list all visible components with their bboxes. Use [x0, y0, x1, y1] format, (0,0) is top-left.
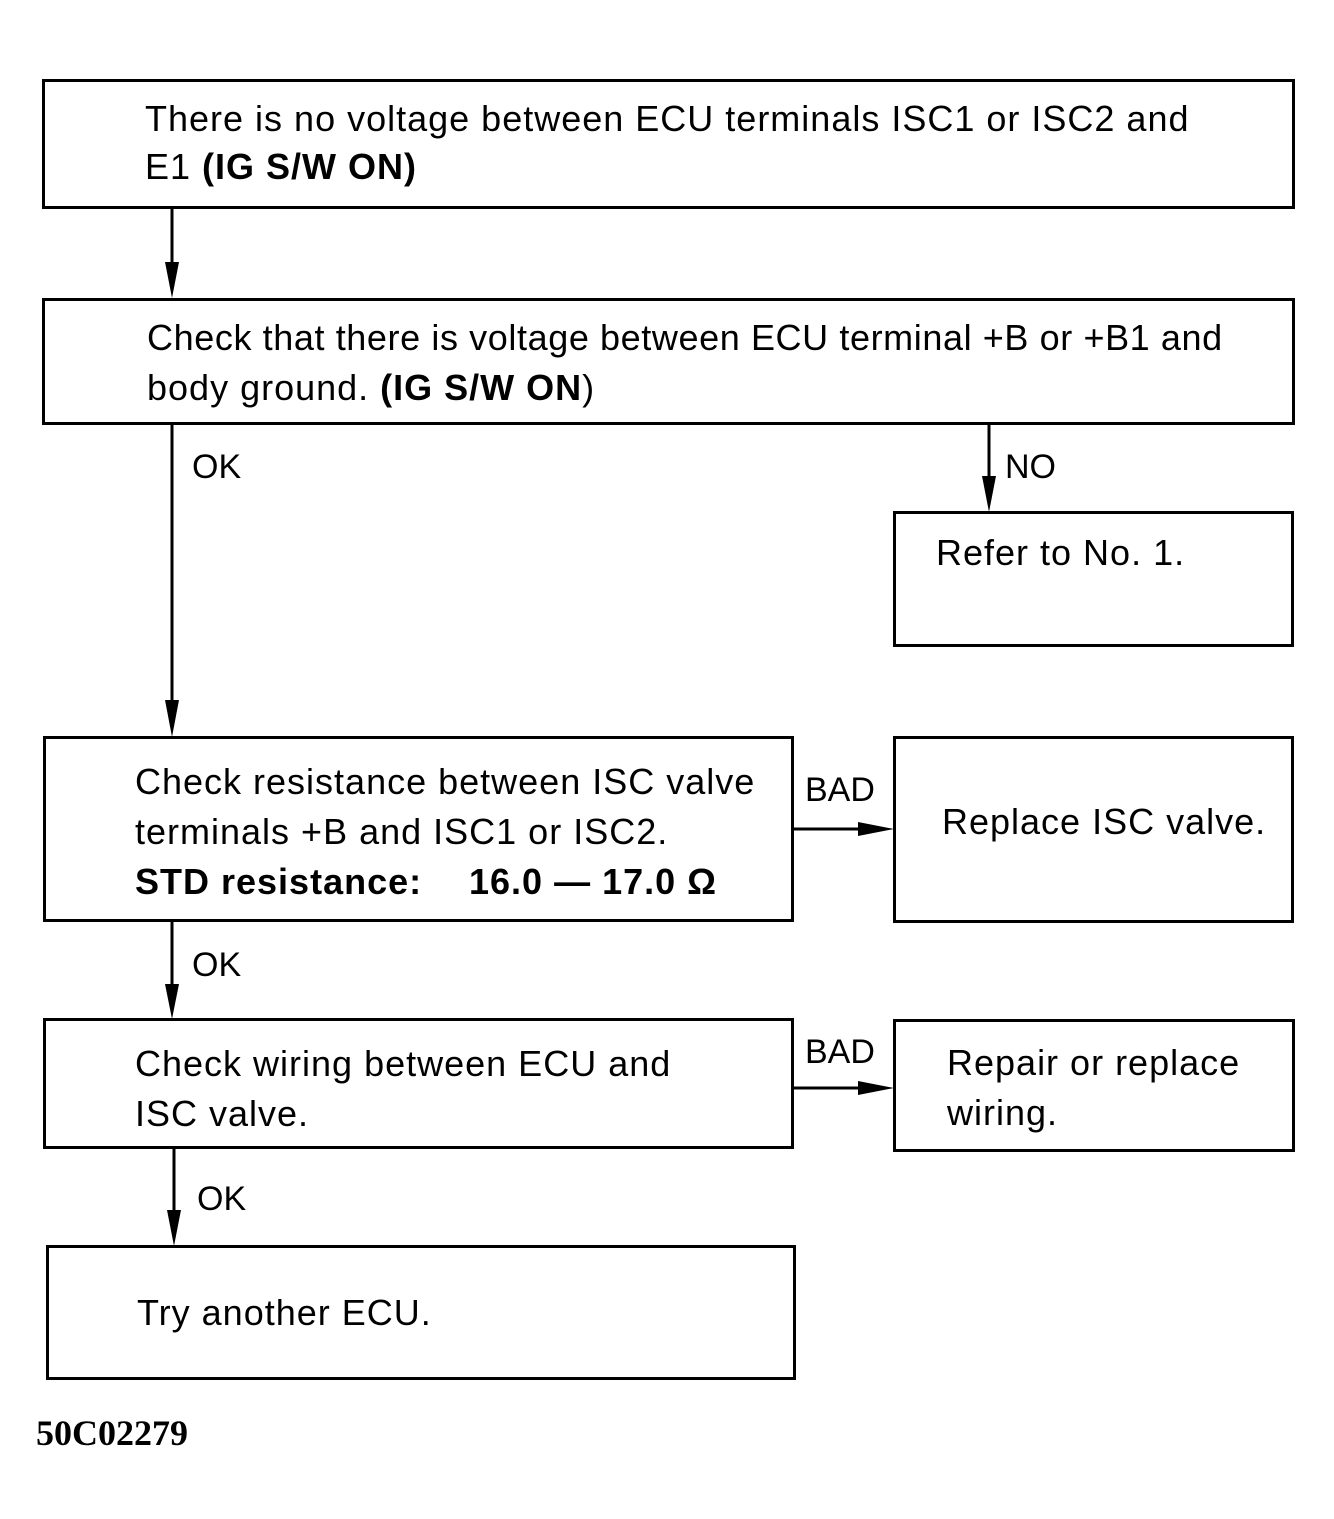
box-no-voltage-line2-bold: (IG S/W ON) [202, 146, 418, 187]
arrow-b1-to-b2 [165, 207, 179, 298]
box-no-voltage: There is no voltage between ECU terminal… [42, 79, 1295, 209]
label-ok-3: OK [197, 1180, 247, 1218]
box-check-voltage-line1: Check that there is voltage between ECU … [147, 317, 1223, 358]
box-check-resistance-line1: Check resistance between ISC valve [135, 761, 756, 802]
box-check-wiring-line2: ISC valve. [135, 1093, 310, 1134]
box-try-another-ecu: Try another ECU. [46, 1245, 796, 1380]
box-check-resistance-line2: terminals +B and ISC1 or ISC2. [135, 811, 669, 852]
box-refer-no1-text: Refer to No. 1. [936, 532, 1186, 573]
box-refer-no1: Refer to No. 1. [893, 511, 1294, 647]
box-check-voltage: Check that there is voltage between ECU … [42, 298, 1295, 425]
box-check-wiring: Check wiring between ECU and ISC valve. [43, 1018, 794, 1149]
figure-code: 50C02279 [36, 1413, 188, 1453]
box-repair-wiring-line2: wiring. [947, 1092, 1059, 1133]
label-bad-1: BAD [805, 771, 875, 809]
box-check-voltage-line2-plain: body ground. [147, 367, 381, 408]
box-try-another-ecu-text: Try another ECU. [137, 1292, 432, 1333]
box-check-voltage-line2: body ground. (IG S/W ON) [147, 363, 595, 413]
box-no-voltage-line1: There is no voltage between ECU terminal… [145, 98, 1190, 139]
arrow-b2-to-b4 [165, 423, 179, 737]
box-check-voltage-line2-bold: (IG S/W ON [380, 367, 583, 408]
box-check-wiring-line1: Check wiring between ECU and [135, 1043, 672, 1084]
arrow-b4-to-b5 [792, 822, 894, 836]
arrow-b4-to-b6 [165, 920, 179, 1019]
box-no-voltage-line2-plain: E1 [145, 146, 203, 187]
box-check-resistance: Check resistance between ISC valve termi… [43, 736, 794, 922]
box-repair-wiring-line1: Repair or replace [947, 1042, 1241, 1083]
box-repair-wiring: Repair or replace wiring. [893, 1019, 1295, 1152]
label-no: NO [1005, 448, 1056, 486]
box-replace-isc-valve: Replace ISC valve. [893, 736, 1294, 923]
arrow-b6-to-b7 [792, 1081, 894, 1095]
label-bad-2: BAD [805, 1033, 875, 1071]
box-check-voltage-line2-end: ) [582, 367, 596, 408]
box-check-resistance-std-label: STD resistance: [135, 861, 423, 902]
box-check-resistance-std-value: 16.0 — 17.0 Ω [469, 861, 718, 902]
box-no-voltage-line2: E1 (IG S/W ON) [145, 142, 417, 192]
arrow-b2-to-b3 [982, 423, 996, 512]
box-replace-isc-valve-text: Replace ISC valve. [942, 801, 1267, 842]
label-ok-2: OK [192, 946, 242, 984]
label-ok-1: OK [192, 448, 242, 486]
arrow-b6-to-b8 [167, 1148, 181, 1246]
